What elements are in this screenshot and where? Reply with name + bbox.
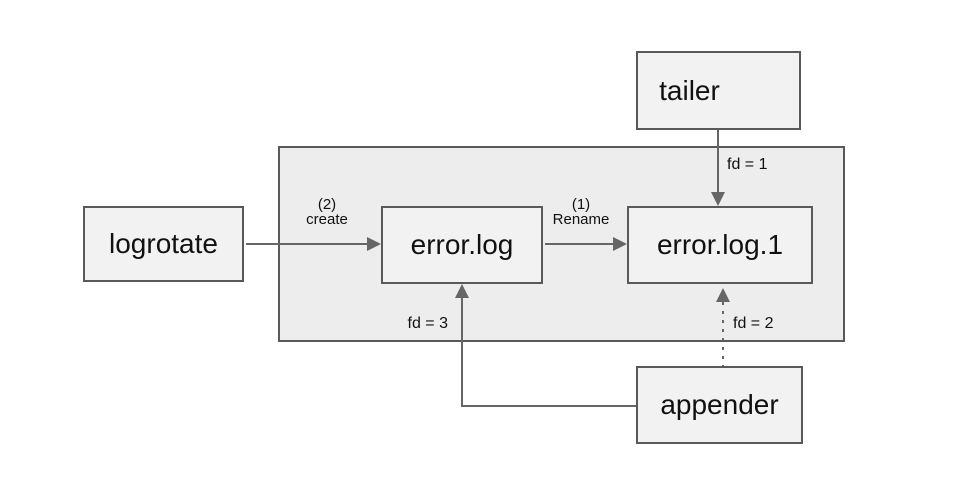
node-error-log-1: error.log.1 bbox=[627, 206, 813, 284]
arrowhead-right-icon bbox=[367, 237, 381, 251]
node-error-log-label: error.log bbox=[410, 229, 514, 260]
edge-appender-to-errorlog-horizontal bbox=[462, 405, 636, 407]
edge-step-number: (1) bbox=[571, 196, 591, 213]
edge-label-rename: (1) Rename bbox=[531, 197, 631, 227]
arrowhead-up-icon bbox=[455, 284, 469, 298]
node-appender: appender bbox=[636, 366, 803, 444]
edge-appender-to-errorlog-vertical bbox=[461, 298, 463, 407]
edge-logrotate-to-errorlog-line bbox=[246, 243, 367, 245]
node-appender-label: appender bbox=[660, 389, 779, 420]
node-error-log: error.log bbox=[381, 206, 543, 284]
edge-label-fd1: fd = 1 bbox=[727, 156, 768, 173]
edge-action: Rename bbox=[552, 211, 610, 228]
arrowhead-down-icon bbox=[711, 192, 725, 206]
edge-label-fd2: fd = 2 bbox=[733, 315, 774, 332]
edge-label-create: (2) create bbox=[277, 197, 377, 227]
node-tailer: tailer bbox=[636, 51, 801, 130]
node-error-log-1-label: error.log.1 bbox=[656, 229, 784, 260]
edge-appender-to-errorlog1-dotted-line bbox=[722, 302, 724, 366]
edge-errorlog-to-errorlog1-line bbox=[545, 243, 613, 245]
arrowhead-right-icon bbox=[613, 237, 627, 251]
arrowhead-up-icon bbox=[716, 288, 730, 302]
edge-step-number: (2) bbox=[317, 196, 337, 213]
node-logrotate-label: logrotate bbox=[109, 228, 218, 259]
node-logrotate: logrotate bbox=[83, 206, 244, 282]
edge-tailer-to-errorlog1-line bbox=[717, 130, 719, 192]
edge-action: create bbox=[306, 211, 348, 228]
node-tailer-label: tailer bbox=[659, 74, 720, 106]
edge-label-fd3: fd = 3 bbox=[407, 315, 448, 332]
